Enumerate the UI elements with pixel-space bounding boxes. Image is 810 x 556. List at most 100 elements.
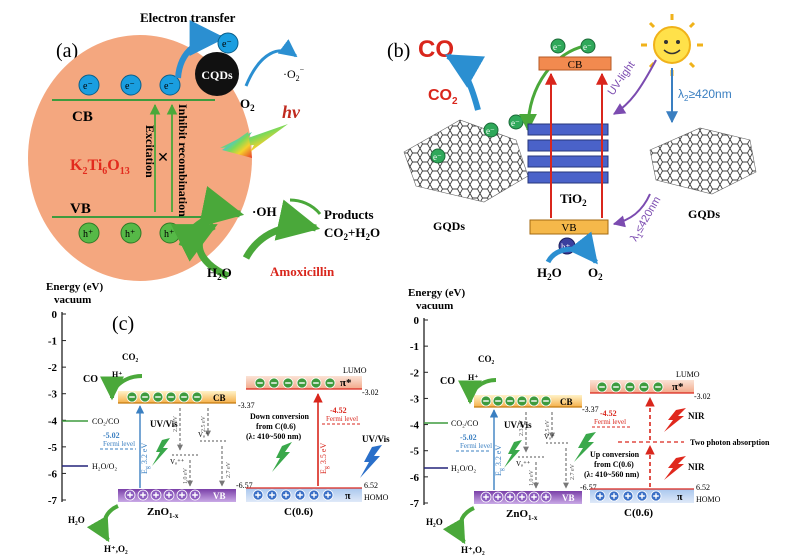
- products-label: Products: [324, 207, 374, 222]
- lumo-label: LUMO: [676, 370, 700, 379]
- electron: [217, 32, 239, 54]
- co2-co-label: CO₂/CO: [451, 419, 478, 428]
- plus-icon: [543, 494, 549, 500]
- down-conversion-line3: (λ: 410~500 nm): [246, 432, 302, 441]
- co2-h2o-label: CO2+H2O: [324, 225, 380, 242]
- gqds-sheet-right: [649, 127, 757, 195]
- zno-cb-label: CB: [560, 397, 573, 407]
- panel-c: (c) Energy (eV) vacuum 0-1-2-3-4-5-6-7 C…: [46, 281, 770, 555]
- plus-icon: [639, 493, 645, 499]
- water-label: H2O: [537, 265, 562, 282]
- lightning-icon: [574, 432, 596, 462]
- nir-label-bottom: NIR: [688, 462, 705, 472]
- panel-c-label: (c): [112, 313, 134, 335]
- h2o-o2-label: H₂O/O₂: [451, 464, 476, 473]
- electron-label: e⁻: [164, 81, 174, 92]
- axis-tick-label: -4: [410, 420, 420, 432]
- lightning-icon: [664, 408, 686, 432]
- plus-icon: [153, 492, 159, 498]
- up-conversion-line3: (λ: 410~560 nm): [584, 470, 640, 479]
- vo-top-label: Vₒ⁺: [544, 433, 555, 441]
- axis-tick-label: -1: [410, 341, 419, 353]
- energy-axis-title: Energy (eV): [408, 287, 465, 299]
- c06-fermi-label: Fermi level: [594, 418, 626, 426]
- tio2-layer: [527, 155, 609, 168]
- tio2-cb-label: CB: [568, 59, 583, 71]
- zno-fermi-value: -5.02: [103, 431, 120, 440]
- gap-10-label: 1.0 eV: [183, 467, 189, 484]
- plus-icon: [611, 493, 617, 499]
- hydroxyl-label: ·OH: [252, 204, 277, 219]
- plus-icon: [507, 494, 513, 500]
- axis-tick-label: -6: [410, 472, 420, 484]
- zno-fermi-label: Fermi level: [103, 440, 135, 448]
- water-oxidation-arrow: [545, 231, 598, 265]
- axis-tick-label: -6: [48, 468, 58, 480]
- energy-axis-subtitle: vacuum: [416, 300, 453, 312]
- zno-vb-holes: [480, 491, 552, 503]
- zno-cb-label: CB: [213, 393, 226, 403]
- co2-label: CO2: [428, 87, 458, 107]
- h2o-label: H₂O: [426, 517, 443, 527]
- h2o-label: H₂O: [68, 515, 85, 525]
- hole-label: h⁺: [561, 242, 571, 252]
- axis-tick-label: -3: [48, 389, 58, 401]
- energy-axis-subtitle: vacuum: [54, 294, 91, 306]
- gap-27-label: 2.7 eV: [570, 463, 576, 480]
- up-conversion-line1: Up conversion: [590, 450, 640, 459]
- zno-label: ZnO1-x: [506, 508, 538, 522]
- co2-arrow: [458, 378, 497, 405]
- cb-label: CB: [72, 109, 93, 125]
- gqds-left-label: GQDs: [433, 219, 465, 233]
- gqds-right-label: GQDs: [688, 207, 720, 221]
- energy-axis-ticks: 0-1-2-3-4-5-6-7: [48, 309, 66, 507]
- inhibit-recombination-label: Inhibit recombination: [176, 104, 190, 217]
- transfer-arrow: [175, 20, 226, 79]
- axis-tick-label: -4: [48, 415, 58, 427]
- uv-vis-label-c: UV/Vis: [362, 434, 390, 444]
- axis-tick-label: -5: [410, 446, 420, 458]
- electron: [78, 74, 100, 96]
- plus-icon: [179, 492, 185, 498]
- electron: [159, 74, 181, 96]
- axis-tick-label: -2: [48, 362, 58, 374]
- gap-25-label: 2.5 eV: [201, 415, 207, 432]
- c06-lumo-electrons: [596, 381, 664, 393]
- hole-label: h⁺: [83, 229, 93, 240]
- co-label: CO: [83, 374, 98, 385]
- water-arrow: [170, 222, 230, 280]
- cb-electrons: e⁻ e⁻ e⁻: [78, 74, 181, 96]
- c06-lumo-electrons: [254, 377, 336, 389]
- c06-homo-holes: [252, 489, 334, 501]
- tio2-layer: [527, 139, 609, 152]
- h-o2-label: H⁺,O₂: [104, 544, 128, 554]
- plus-icon: [531, 494, 537, 500]
- o2-label: O2: [588, 265, 603, 282]
- h-o2-label: H⁺,O₂: [461, 545, 485, 555]
- plus-icon: [625, 493, 631, 499]
- lightning-icon: [152, 438, 170, 466]
- electron-label: e⁻: [511, 118, 520, 128]
- amoxicillin-label: Amoxicillin: [270, 264, 335, 279]
- co-label: CO: [440, 376, 455, 387]
- gap-27-label: 2.7 eV: [226, 461, 232, 478]
- nir-label-top: NIR: [688, 411, 705, 421]
- zno-vb-holes: [124, 489, 201, 501]
- degradation-arrow: [242, 199, 321, 260]
- co2-reduction-arrow: [444, 53, 486, 111]
- co2-arrow: [100, 374, 143, 401]
- axis-tick-label: -1: [48, 336, 57, 348]
- co2-label: CO₂: [478, 354, 495, 364]
- zno-cb-value: -3.37: [238, 401, 255, 410]
- electron: [550, 38, 566, 54]
- superoxide-label: ·O2−: [283, 65, 305, 83]
- zno-vb-label: VB: [213, 491, 226, 501]
- tio2-stack: [527, 123, 609, 184]
- zno-label: ZnO1-x: [147, 506, 179, 520]
- product-arrow: [289, 198, 322, 215]
- panel-b: (b) CO CO2 e⁻ e⁻ e⁻ GQDs CB e⁻ e⁻ TiO2: [387, 14, 757, 282]
- light-arrow-icon: [222, 132, 252, 158]
- plus-icon: [597, 493, 603, 499]
- uv-light-arrow: [612, 59, 657, 115]
